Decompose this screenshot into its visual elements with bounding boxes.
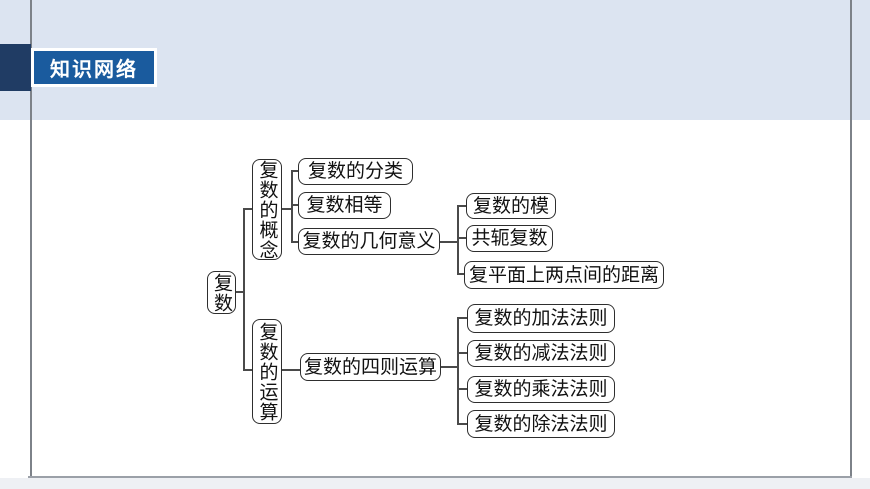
connector-line <box>282 208 292 210</box>
node-complex-number: 复数 <box>207 271 236 314</box>
connector-line <box>441 366 458 368</box>
connector-line <box>457 352 468 354</box>
node-modulus: 复数的模 <box>466 193 556 219</box>
frame-bottom-line <box>28 476 852 478</box>
section-title: 知识网络 <box>50 59 138 81</box>
connector-line <box>457 388 468 390</box>
frame-right-line <box>850 0 852 477</box>
connector-line <box>291 241 299 243</box>
connector-line <box>457 205 459 275</box>
connector-line <box>243 208 245 371</box>
node-four-arithmetic-operations: 复数的四则运算 <box>300 353 441 381</box>
connector-line <box>440 241 458 243</box>
connector-line <box>282 369 300 371</box>
connector-line <box>243 208 253 210</box>
node-classification-of-complex-numbers: 复数的分类 <box>298 158 413 185</box>
node-geometric-meaning: 复数的几何意义 <box>298 228 440 255</box>
connector-line <box>291 170 299 172</box>
connector-line <box>291 170 293 243</box>
banner-backing-ribbon <box>0 44 31 91</box>
node-multiplication-rule: 复数的乘法法则 <box>467 376 615 403</box>
connector-line <box>291 204 299 206</box>
connector-line <box>457 237 467 239</box>
connector-line <box>243 369 253 371</box>
connector-line <box>457 317 468 319</box>
node-addition-rule: 复数的加法法则 <box>467 304 615 333</box>
connector-line <box>457 423 468 425</box>
node-distance-between-points: 复平面上两点间的距离 <box>464 261 664 289</box>
bottom-strip <box>0 478 870 489</box>
connector-line <box>457 205 467 207</box>
connector-line <box>236 291 244 293</box>
node-operations-of-complex-numbers: 复数的运算 <box>252 319 282 424</box>
connector-line <box>457 273 465 275</box>
connector-line <box>457 317 459 425</box>
node-equality-of-complex-numbers: 复数相等 <box>298 192 391 219</box>
node-conjugate: 共轭复数 <box>466 225 553 252</box>
node-division-rule: 复数的除法法则 <box>467 410 615 438</box>
node-subtraction-rule: 复数的减法法则 <box>467 340 615 367</box>
section-header-banner: 知识网络 <box>31 48 157 87</box>
node-concept-of-complex-numbers: 复数的概念 <box>252 159 282 260</box>
frame-left-line <box>30 0 32 477</box>
